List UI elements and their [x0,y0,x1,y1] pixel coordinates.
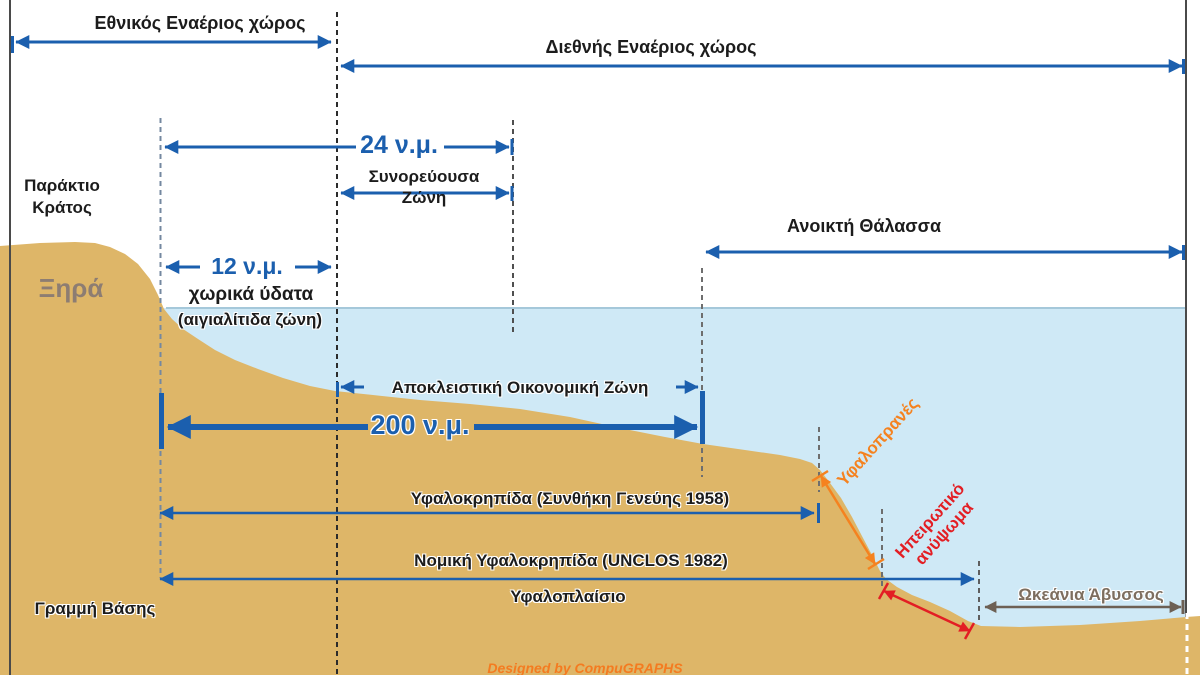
continental-slope-arrow [819,475,877,565]
territorial-waters-alt-label: (αιγιαλίτιδα ζώνη) [177,310,323,329]
land-label: Ξηρά [38,273,104,303]
shelf-frame-label: Υφαλοπλαίσιο [510,587,626,606]
open-sea-label: Ανοικτή Θάλασσα [786,216,942,236]
ocean-abyss-label: Ωκεάνια Άβυσσος [1018,585,1164,604]
baseline-label: Γραμμή Βάσης [34,599,156,618]
contiguous-zone-label: Συνορεύουσα Ζώνη [369,166,480,208]
distance-12nm-label: 12 ν.μ. [211,253,283,279]
coastal-state-label: Παράκτιο Κράτος [24,175,100,219]
continental-slope-tick-bottom [867,557,885,571]
shelf-geneva-label: Υφαλοκρηπίδα (Συνθήκη Γενεύης 1958) [410,489,730,508]
distance-200nm-label: 200 ν.μ. [370,410,470,440]
credit-label: Designed by CompuGRAPHS [487,660,683,675]
land-seabed [0,242,1200,675]
coastal-state-line2: Κράτος [32,198,92,217]
contiguous-zone-line1: Συνορεύουσα [368,167,480,186]
continental-slope-tick-top [811,469,829,483]
continental-rise-tick-left [877,582,890,600]
international-airspace-label: Διεθνής Εναέριος χώρος [545,37,757,57]
continental-rise-tick-right [963,622,976,640]
continental-rise-arrow [883,589,971,633]
distance-24nm-label: 24 ν.μ. [360,131,438,159]
territorial-waters-label: χωρικά ύδατα [188,284,314,305]
contiguous-zone-line2: Ζώνη [401,188,447,207]
eez-label: Αποκλειστική Οικονομική Ζώνη [391,378,649,397]
shelf-unclos-label: Νομική Υφαλοκρηπίδα (UNCLOS 1982) [414,551,728,570]
coastal-state-line1: Παράκτιο [24,176,100,195]
national-airspace-label: Εθνικός Εναέριος χώρος [94,13,306,33]
